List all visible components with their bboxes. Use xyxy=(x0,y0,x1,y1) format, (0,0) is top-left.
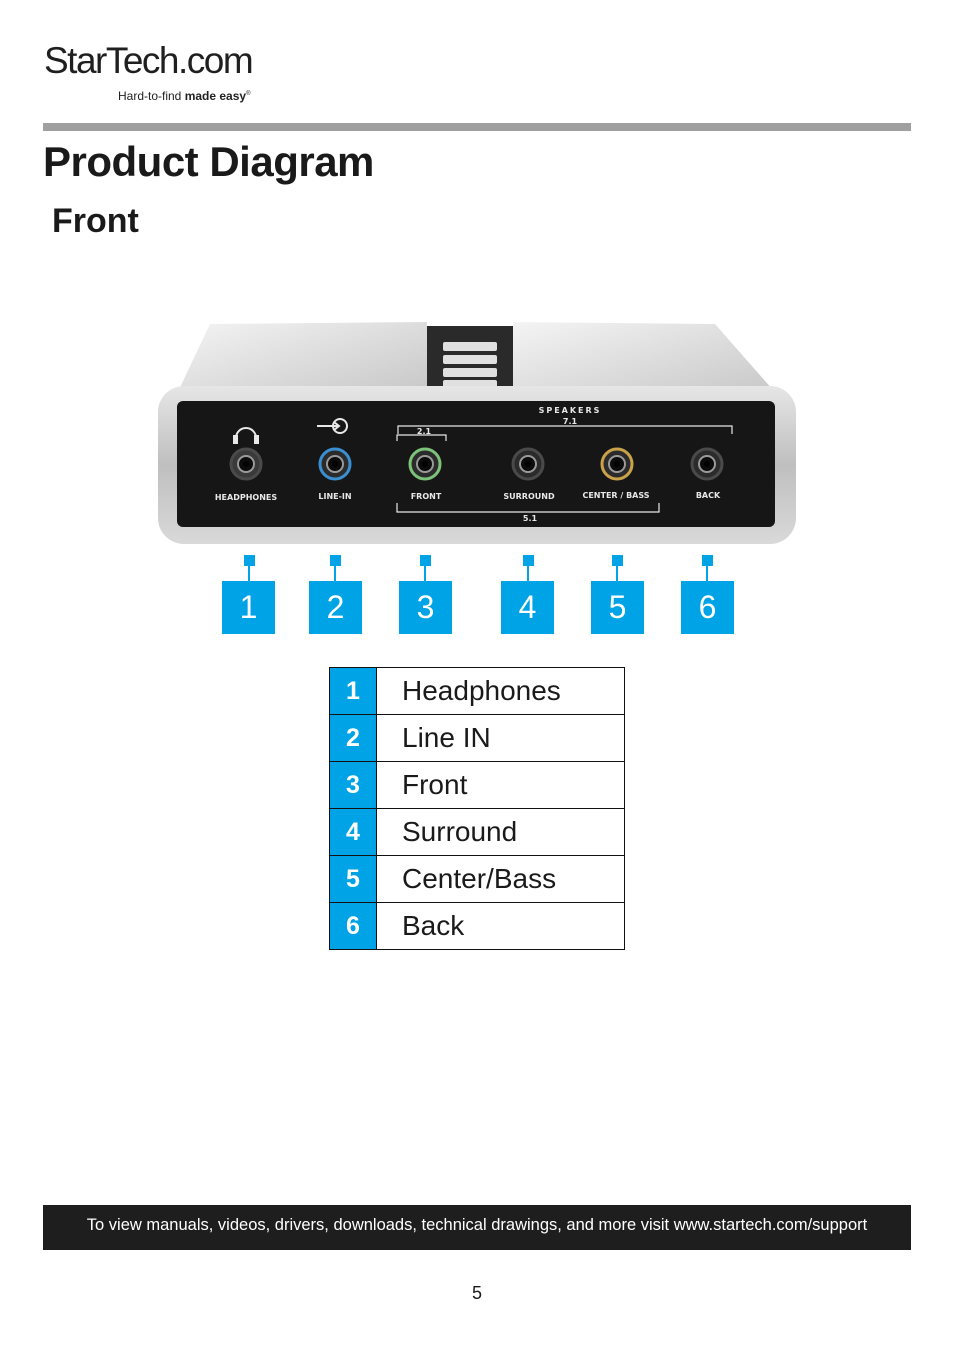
tagline-plain: Hard-to-find xyxy=(118,89,182,103)
jack-front xyxy=(408,447,442,481)
legend-label: Front xyxy=(376,761,625,809)
callout-stem xyxy=(334,566,336,582)
speakers-label: SPEAKERS xyxy=(539,406,602,415)
bracket-71 xyxy=(397,425,733,434)
jack-headphones xyxy=(229,447,263,481)
callout-stem xyxy=(424,566,426,582)
callout-number: 5 xyxy=(591,581,644,634)
callout-number: 1 xyxy=(222,581,275,634)
callout-marker xyxy=(244,555,255,566)
top-lid-right xyxy=(513,322,780,398)
jack-label: LINE-IN xyxy=(318,492,351,501)
callout-stem xyxy=(706,566,708,582)
callout-marker xyxy=(612,555,623,566)
callout-number: 4 xyxy=(501,581,554,634)
jack-back xyxy=(690,447,724,481)
section-title: Front xyxy=(52,202,139,240)
brand-logo: StarTech.com Hard-to-find made easy® xyxy=(44,40,274,110)
bracket-21 xyxy=(396,434,447,441)
callout-number: 6 xyxy=(681,581,734,634)
page-title: Product Diagram xyxy=(43,138,374,185)
group-71-label: 7.1 xyxy=(563,417,578,426)
legend-number: 6 xyxy=(329,902,377,950)
tagline-bold: made easy xyxy=(184,89,247,103)
trademark-mark: ® xyxy=(246,91,251,97)
brand-name: StarTech.com xyxy=(44,40,254,81)
jack-label: FRONT xyxy=(411,492,442,501)
volume-button xyxy=(443,355,497,364)
legend-number: 1 xyxy=(329,667,377,715)
volume-button xyxy=(443,368,497,377)
legend-number: 5 xyxy=(329,855,377,903)
jack-label: HEADPHONES xyxy=(215,493,278,502)
page-number: 5 xyxy=(471,1283,482,1303)
legend-label: Surround xyxy=(376,808,625,856)
support-footer: To view manuals, videos, drivers, downlo… xyxy=(43,1205,911,1250)
legend-label: Back xyxy=(376,902,625,950)
callout-marker xyxy=(523,555,534,566)
bracket-51 xyxy=(396,503,660,513)
callout-marker xyxy=(420,555,431,566)
legend-label: Headphones xyxy=(376,667,625,715)
volume-button xyxy=(443,342,497,351)
callout-number: 2 xyxy=(309,581,362,634)
legend-number: 3 xyxy=(329,761,377,809)
legend-number: 4 xyxy=(329,808,377,856)
jack-line-in xyxy=(318,447,352,481)
callout-stem xyxy=(616,566,618,582)
top-lid-left xyxy=(175,322,427,398)
jack-label: SURROUND xyxy=(503,492,555,501)
jack-label: CENTER / BASS xyxy=(582,491,649,500)
front-panel xyxy=(177,401,775,527)
header-rule xyxy=(43,123,911,131)
line-in-icon xyxy=(317,418,348,434)
callout-marker xyxy=(330,555,341,566)
jack-label: BACK xyxy=(696,491,721,500)
jack-surround xyxy=(511,447,545,481)
legend-label: Line IN xyxy=(376,714,625,762)
callout-marker xyxy=(702,555,713,566)
group-51-label: 5.1 xyxy=(523,514,538,523)
callout-number: 3 xyxy=(399,581,452,634)
legend-label: Center/Bass xyxy=(376,855,625,903)
jack-center-bass xyxy=(600,447,634,481)
callout-stem xyxy=(248,566,250,582)
sound-card-front-illustration: SPEAKERS 7.1 2.1 5.1 HEADPHONES LINE-IN … xyxy=(158,322,796,544)
headphones-icon xyxy=(233,427,259,444)
group-21-label: 2.1 xyxy=(417,427,432,436)
callout-stem xyxy=(527,566,529,582)
legend-number: 2 xyxy=(329,714,377,762)
brand-tagline: Hard-to-find made easy® xyxy=(118,89,251,103)
